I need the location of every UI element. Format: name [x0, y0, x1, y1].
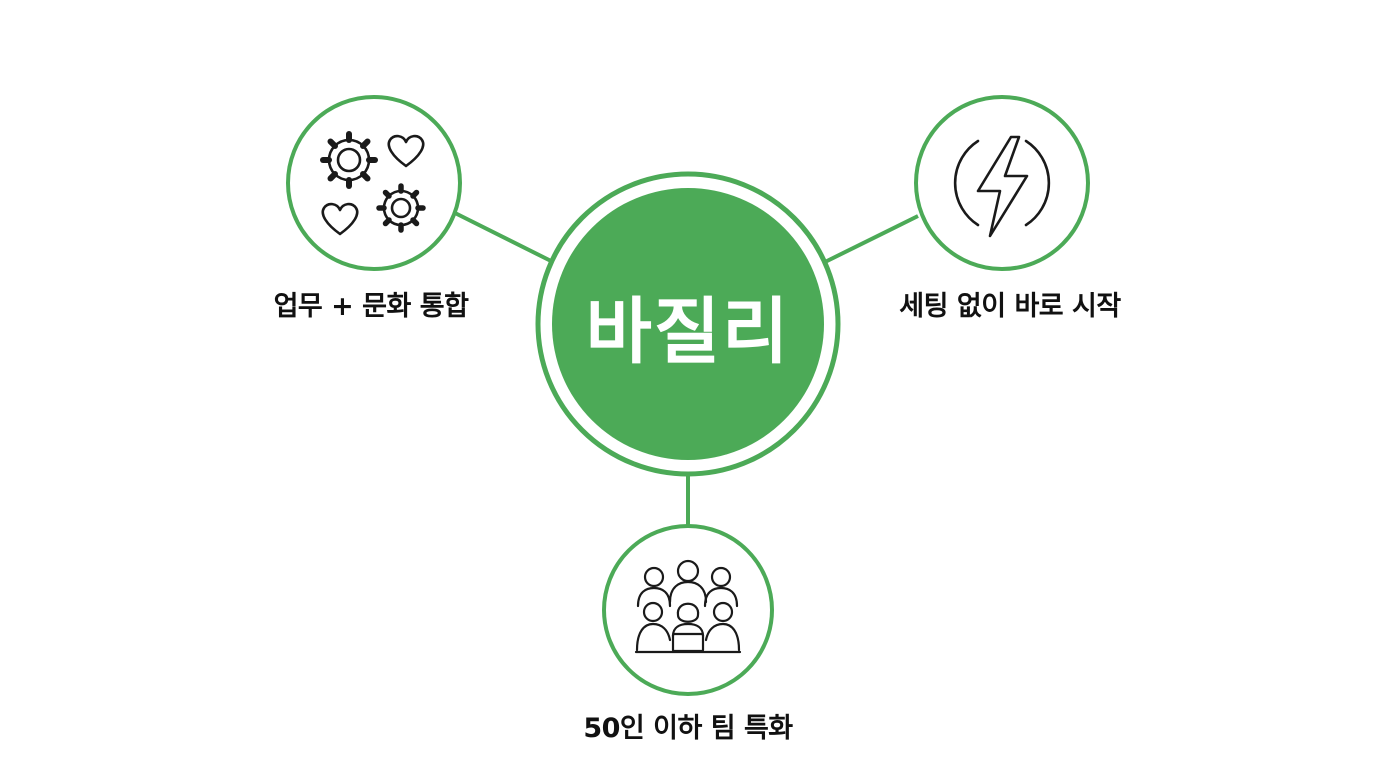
- node-instant-ring: [914, 95, 1090, 271]
- node-instant-label: 세팅 없이 바로 시작: [899, 291, 1121, 322]
- node-small-team-label: 50인 이하 팀 특화: [583, 713, 793, 744]
- node-small-team-ring: [602, 524, 774, 696]
- gears-hearts-icon: [320, 131, 426, 236]
- lightning-bolt-icon: [953, 135, 1051, 238]
- team-meeting-icon: [634, 559, 742, 654]
- node-integration-label: 업무 + 문화 통합: [273, 291, 469, 322]
- hub-title: 바질리: [585, 289, 791, 374]
- node-integration-ring: [286, 95, 462, 271]
- connector-right: [824, 214, 919, 264]
- node-instant: [914, 95, 1090, 271]
- connector-left: [454, 211, 554, 264]
- node-integration: [286, 95, 462, 271]
- node-small-team: [602, 524, 774, 696]
- hub-node: [535, 171, 841, 477]
- hub-core: [552, 188, 824, 460]
